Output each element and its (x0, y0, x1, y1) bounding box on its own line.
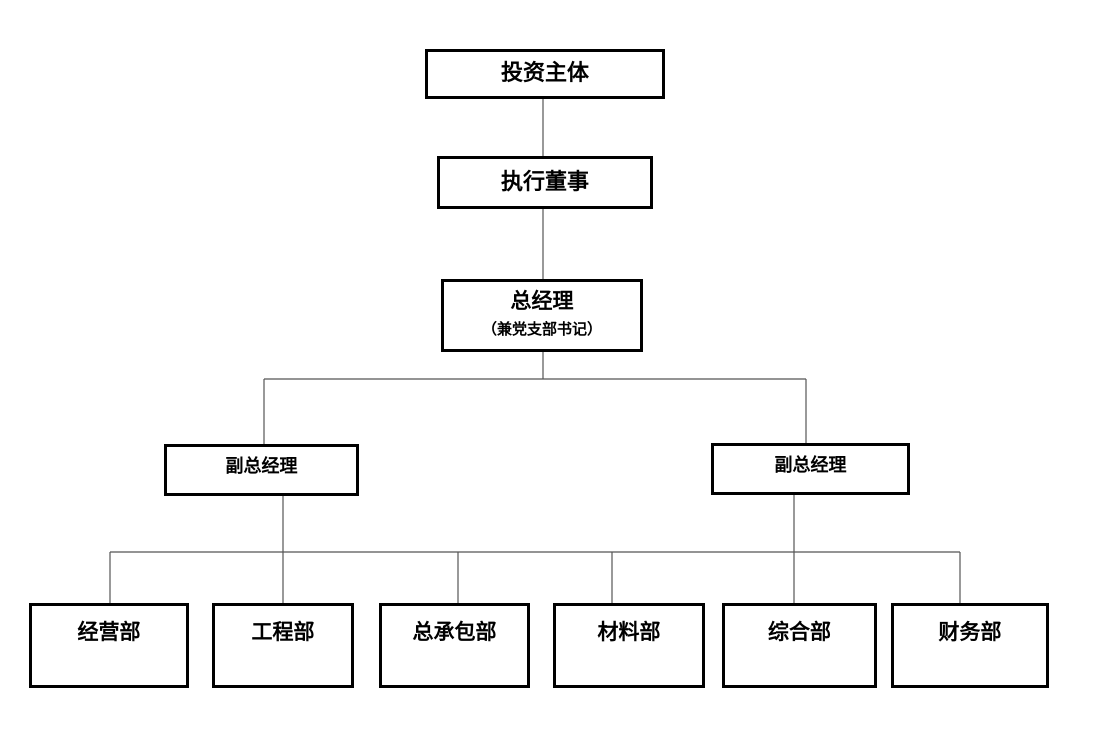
node-dept-general-affairs: 综合部 (722, 603, 877, 688)
node-executive-director: 执行董事 (437, 156, 653, 209)
node-dept-engineering: 工程部 (212, 603, 354, 688)
node-dept-general-contracting: 总承包部 (379, 603, 530, 688)
node-general-manager-note: （兼党支部书记） (481, 320, 602, 338)
node-dept-general-contracting-label: 总承包部 (412, 620, 497, 644)
node-dept-business: 经营部 (29, 603, 189, 688)
node-investor: 投资主体 (425, 49, 665, 99)
node-dept-finance: 财务部 (891, 603, 1049, 688)
node-dept-engineering-label: 工程部 (251, 620, 315, 644)
node-general-manager-label: 总经理 (510, 289, 574, 313)
node-deputy-gm-right: 副总经理 (711, 443, 910, 495)
node-dept-materials-label: 材料部 (597, 620, 661, 644)
node-executive-director-label: 执行董事 (500, 170, 589, 195)
node-dept-materials: 材料部 (553, 603, 705, 688)
node-general-manager: 总经理 （兼党支部书记） (441, 279, 643, 352)
node-dept-business-label: 经营部 (77, 620, 141, 644)
node-deputy-gm-left-label: 副总经理 (225, 456, 298, 477)
node-deputy-gm-right-label: 副总经理 (774, 455, 847, 476)
node-deputy-gm-left: 副总经理 (164, 444, 359, 496)
node-investor-label: 投资主体 (500, 61, 589, 86)
node-dept-finance-label: 财务部 (938, 620, 1002, 644)
node-dept-general-affairs-label: 综合部 (768, 620, 831, 644)
